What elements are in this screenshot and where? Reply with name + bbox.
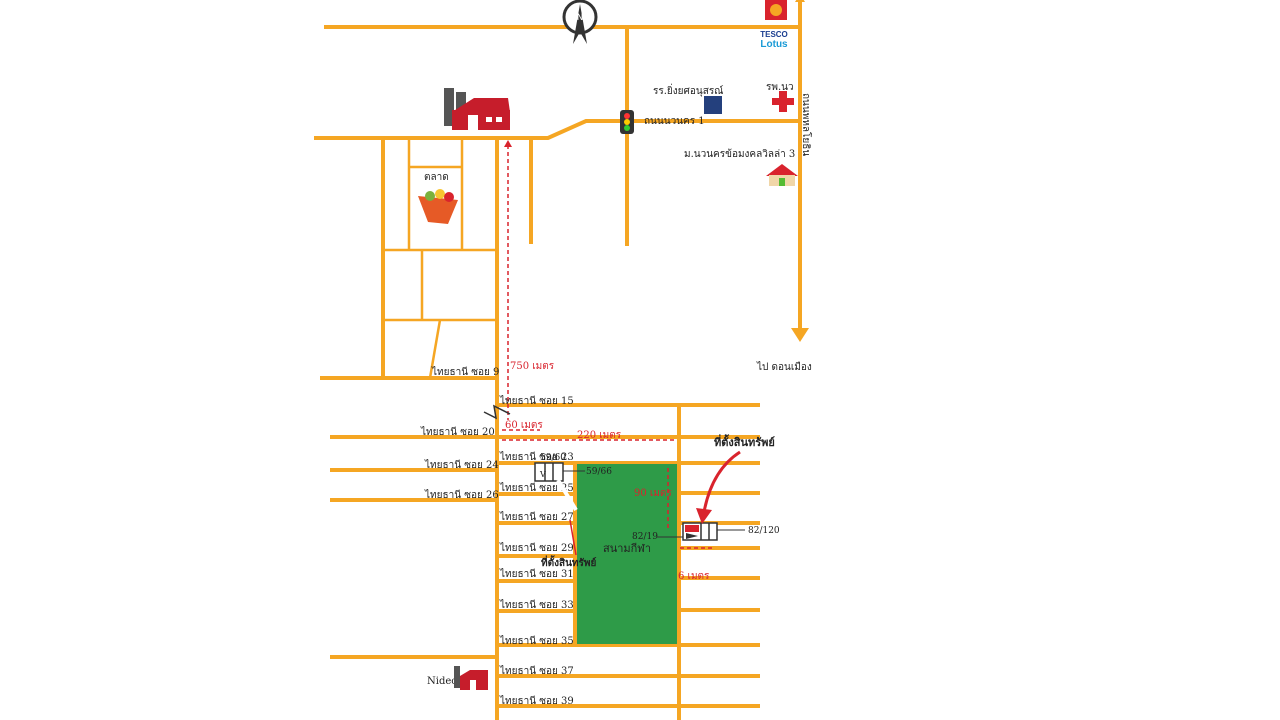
- road-main-1: [314, 119, 802, 140]
- arrow-down-icon: [791, 328, 809, 342]
- distance-6: 6 เมตร: [678, 571, 710, 582]
- soi-label-right: ไทยธานี ซอย 23: [499, 451, 574, 463]
- to-donmueang-label: ไป ดอนเมือง: [756, 361, 812, 373]
- hospital-label: รพ.นว: [766, 82, 794, 93]
- property-label-top: ที่ตั้งสินทรัพย์: [714, 434, 775, 449]
- tesco-lotus-logo: TESCO Lotus: [760, 0, 788, 50]
- house-number-5966: 59/66: [586, 467, 612, 477]
- nidec-label: Nidec: [427, 676, 457, 687]
- minor-road: [428, 319, 442, 379]
- pointer-arrow: [702, 450, 741, 513]
- distance-90: 90 เมตร: [634, 488, 672, 499]
- compass-north-label: N: [577, 13, 584, 23]
- distance-60: 60 เมตร: [505, 420, 543, 431]
- house-number-82120: 82/120: [748, 526, 780, 536]
- market-basket-icon: [418, 189, 458, 224]
- hospital-cross-icon: [772, 91, 794, 112]
- soi-label-right: ไทยธานี ซอย 39: [499, 695, 574, 707]
- soi-label-right: ไทยธานี ซอย 35: [499, 635, 574, 647]
- soi-label-right: ไทยธานี ซอย 27: [499, 511, 574, 523]
- market-label: ตลาด: [424, 172, 449, 183]
- village-label: ม.นวนครข้อมงคลวิลล่า 3: [684, 148, 795, 160]
- distance-750: 750 เมตร: [510, 361, 555, 372]
- distance-lines: [502, 145, 714, 549]
- traffic-light-icon: [620, 110, 634, 134]
- house-icon: [766, 164, 798, 186]
- break-symbol-icon: [483, 404, 511, 420]
- property-label-left: ที่ตั้งสินทรัพย์: [541, 555, 596, 569]
- soi-label-right: ไทยธานี ซอย 29: [499, 542, 574, 554]
- soi-label-right: ไทยธานี ซอย 31: [499, 568, 574, 580]
- soi-label-left: ไทยธานี ซอย 9: [431, 366, 499, 378]
- soi-label-left: ไทยธานี ซอย 24: [424, 459, 499, 471]
- school-label: รร.ยิ่งยศอนุสรณ์: [653, 83, 723, 97]
- nidec-factory-icon: [454, 666, 488, 690]
- school-book-icon: [704, 96, 722, 114]
- soi-label-right: ไทยธานี ซอย 33: [499, 599, 574, 611]
- roads: [314, 0, 802, 720]
- main-road-label: ถนนนวนคร 1: [644, 116, 705, 127]
- side-road-label: ถนนพหลโยธิน: [800, 93, 813, 156]
- minor-roads: [383, 138, 497, 379]
- soi-label-right: ไทยธานี ซอย 25: [499, 482, 574, 494]
- green-area-label: สนามกีฬา: [603, 542, 651, 555]
- arrow-up-icon: [795, 0, 805, 2]
- property-marker-icon: V: [539, 470, 546, 479]
- green-area: [577, 464, 677, 644]
- arrowhead-icon: [504, 140, 512, 147]
- house-number-5960: 59/60: [540, 453, 566, 463]
- house-number-8219: 82/19: [632, 532, 658, 542]
- soi-label-right: ไทยธานี ซอย 15: [499, 395, 574, 407]
- soi-label-left: ไทยธานี ซอย 20: [420, 426, 495, 438]
- soi-label-right: ไทยธานี ซอย 37: [499, 665, 574, 677]
- tesco-text: TESCO: [760, 30, 788, 39]
- pointer-arrowhead-icon: [696, 508, 712, 524]
- compass-icon: N: [562, 0, 598, 44]
- property-marker-right: [657, 522, 745, 541]
- property-marker-left: [534, 462, 585, 556]
- factory-icon: [444, 88, 510, 130]
- lotus-text: Lotus: [760, 39, 788, 50]
- soi-label-left: ไทยธานี ซอย 26: [424, 489, 499, 501]
- distance-220: 220 เมตร: [577, 430, 622, 441]
